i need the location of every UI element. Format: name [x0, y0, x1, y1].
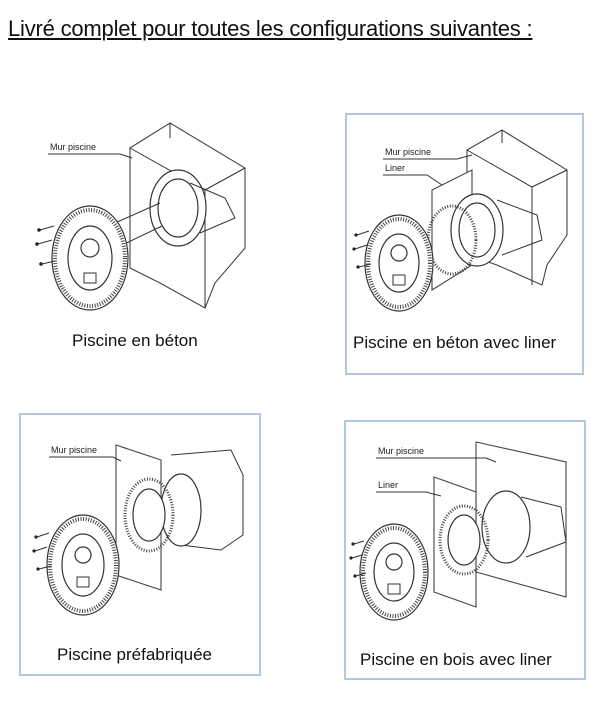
caption-concrete-pool: Piscine en béton — [72, 331, 198, 350]
caption-concrete-pool-with-liner: Piscine en béton avec liner — [353, 333, 557, 352]
label-mur-piscine: Mur piscine — [385, 147, 431, 157]
panel-concrete-pool: Mur piscine Piscine en béton — [20, 108, 280, 378]
caption-wood-pool-with-liner: Piscine en bois avec liner — [360, 650, 552, 669]
panel-concrete-pool-with-liner: Mur piscine Liner Piscine en béton avec … — [345, 113, 584, 375]
page-title: Livré complet pour toutes les configurat… — [8, 16, 533, 41]
label-liner: Liner — [385, 163, 405, 173]
prefab-pool-diagram: Mur piscine — [32, 444, 244, 616]
caption-prefab-pool: Piscine préfabriquée — [57, 645, 212, 664]
panel-wood-pool-with-liner: Mur piscine Liner Piscine en bois avec l… — [344, 420, 586, 680]
label-mur-piscine: Mur piscine — [50, 142, 96, 152]
panel-prefab-pool: Mur piscine Piscine préfabriquée — [19, 413, 261, 676]
wood-liner-diagram: Mur piscine Liner — [349, 441, 567, 621]
label-mur-piscine: Mur piscine — [378, 446, 424, 456]
concrete-pool-diagram: Mur piscine — [35, 122, 246, 311]
concrete-liner-diagram: Mur piscine Liner — [352, 129, 568, 312]
label-mur-piscine: Mur piscine — [51, 445, 97, 455]
label-liner: Liner — [378, 480, 398, 490]
